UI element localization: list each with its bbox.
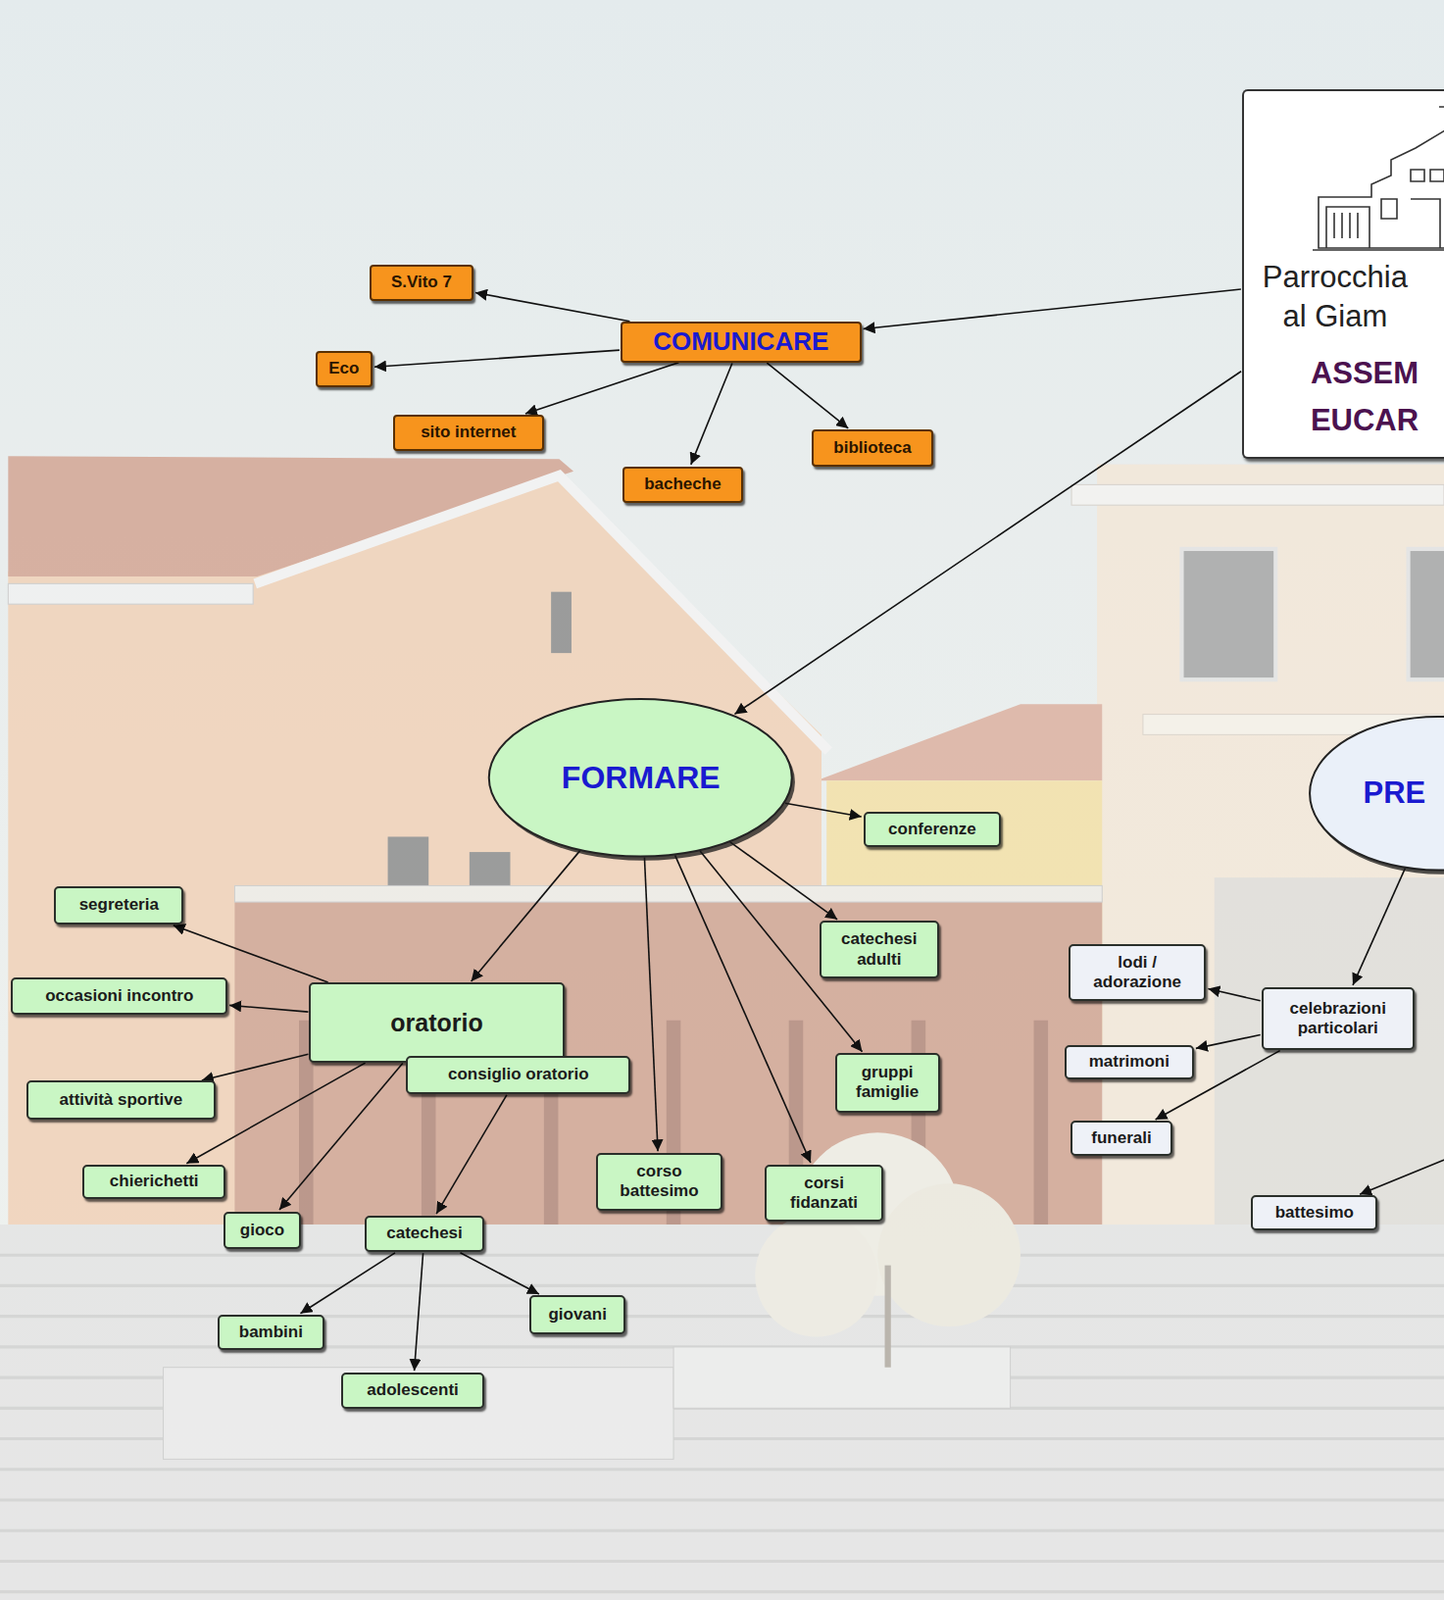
celebration-box: battesimo — [1250, 1195, 1378, 1231]
activity-box: corso battesimo — [596, 1152, 723, 1210]
parish-box: Parrocchia al GiamASSEM EUCAR — [1242, 89, 1444, 460]
activity-box: corsi fidanzati — [764, 1164, 885, 1222]
connector-arrow — [229, 1004, 308, 1012]
celebration-box: matrimoni — [1064, 1045, 1195, 1080]
node-text: celebrazioni particolari — [1269, 998, 1407, 1040]
area-ellipse: PRE — [1305, 711, 1444, 876]
node-text: sito internet — [420, 422, 516, 443]
node-text: ASSEM EUCAR — [1310, 349, 1444, 445]
celebration-box: funerali — [1070, 1120, 1173, 1156]
node-text: corso battesimo — [603, 1161, 715, 1202]
connector-arrow — [201, 1053, 309, 1081]
channel-box: S.Vito 7 — [369, 264, 474, 301]
connector-arrow — [766, 362, 848, 429]
node-text: S.Vito 7 — [391, 272, 452, 293]
node-text: conferenze — [888, 819, 977, 840]
church-outline — [1318, 120, 1444, 249]
church-icon — [1312, 100, 1444, 250]
channel-box: biblioteca — [811, 429, 935, 466]
node-text: oratorio — [390, 1007, 483, 1038]
node-text: bacheche — [644, 474, 721, 495]
channel-box: Eco — [315, 350, 373, 387]
activity-box: gioco — [223, 1211, 301, 1250]
activity-box: consiglio oratorio — [405, 1055, 631, 1095]
activity-box: conferenze — [863, 811, 1002, 847]
node-text: matrimoni — [1089, 1051, 1170, 1072]
activity-box: catechesi adulti — [819, 920, 940, 979]
node-text: Eco — [328, 358, 359, 379]
ellipse-fill — [489, 698, 793, 856]
node-text: corsi fidanzati — [772, 1173, 877, 1214]
node-text: COMUNICARE — [652, 326, 829, 357]
activity-box: gruppi famiglie — [835, 1052, 941, 1112]
node-text: Parrocchia al Giam — [1251, 257, 1419, 337]
connector-arrow — [1195, 1035, 1261, 1049]
activity-box: occasioni incontro — [10, 977, 228, 1014]
node-text: battesimo — [1275, 1202, 1354, 1223]
activity-box: attività sportive — [26, 1080, 216, 1120]
node-text: adolescenti — [366, 1380, 459, 1400]
connector-arrow — [734, 371, 1242, 715]
activity-box: giovani — [529, 1294, 626, 1335]
connector-arrow — [525, 362, 679, 414]
connector-arrow — [374, 349, 620, 367]
church-portico — [1326, 206, 1370, 249]
connector-arrow — [1352, 867, 1405, 985]
connector-arrow — [644, 856, 658, 1151]
node-text: consiglio oratorio — [448, 1064, 590, 1085]
node-text: lodi / adorazione — [1076, 952, 1199, 994]
activity-box: catechesi — [364, 1215, 486, 1252]
connector-arrow — [299, 1252, 396, 1314]
activity-box: chierichetti — [82, 1164, 226, 1199]
connector-arrow — [475, 293, 630, 322]
node-text: bambini — [239, 1322, 303, 1343]
church-windows — [1381, 169, 1444, 249]
node-text: gruppi famiglie — [843, 1062, 933, 1103]
node-text: catechesi adulti — [827, 929, 932, 970]
connector-arrow — [863, 289, 1242, 330]
node-text: PRE — [1362, 775, 1426, 811]
activity-box: segreteria — [53, 886, 184, 926]
channel-box: sito internet — [393, 414, 545, 451]
connector-arrow — [414, 1252, 424, 1371]
node-text: occasioni incontro — [45, 986, 194, 1006]
connector-arrow — [460, 1252, 540, 1295]
church-cross — [1439, 100, 1444, 119]
topic-box: COMUNICARE — [620, 321, 862, 363]
node-text: catechesi — [386, 1223, 463, 1244]
connector-arrow — [785, 802, 862, 817]
node-text: segreteria — [79, 895, 159, 915]
connector-arrow — [436, 1095, 507, 1214]
node-text: attività sportive — [59, 1090, 184, 1110]
node-text: FORMARE — [561, 759, 721, 797]
connector-arrow — [1207, 989, 1260, 1001]
node-text: biblioteca — [833, 438, 911, 458]
activity-box: oratorio — [308, 982, 564, 1062]
area-ellipse: FORMARE — [484, 694, 797, 862]
ellipse-fill — [1310, 716, 1444, 871]
celebration-box: lodi / adorazione — [1068, 944, 1207, 1001]
connector-arrow — [675, 854, 811, 1163]
channel-box: bacheche — [622, 466, 744, 503]
node-text: funerali — [1091, 1128, 1151, 1148]
activity-box: adolescenti — [341, 1372, 486, 1408]
node-text: gioco — [240, 1220, 285, 1241]
connector-arrow — [471, 850, 581, 982]
celebration-box: celebrazioni particolari — [1261, 987, 1415, 1051]
node-text: chierichetti — [109, 1171, 200, 1192]
connector-arrow — [173, 925, 329, 983]
ground-line — [1312, 248, 1444, 251]
connector-arrow — [279, 1062, 403, 1210]
node-text: giovani — [547, 1304, 607, 1325]
activity-box: bambini — [217, 1314, 325, 1350]
connector-arrow — [691, 362, 733, 464]
